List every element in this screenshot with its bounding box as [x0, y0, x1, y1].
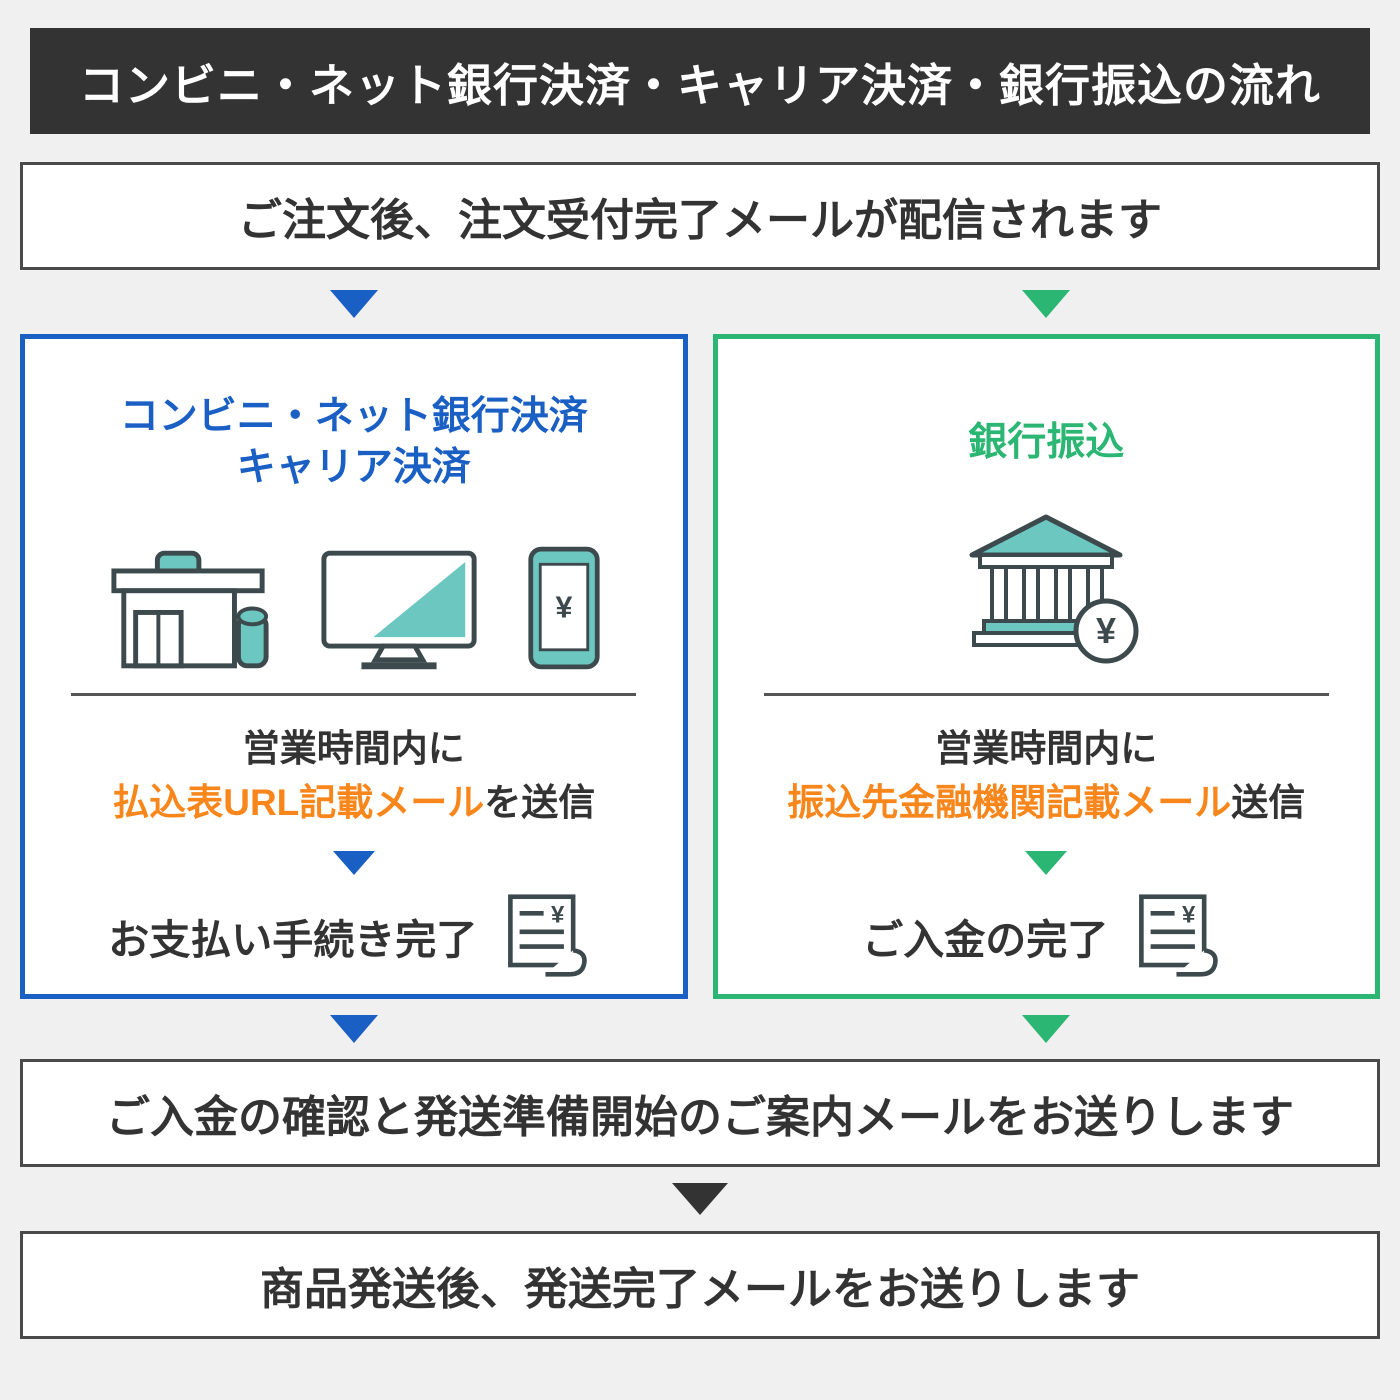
smartphone-yen-symbol: ¥ [555, 591, 572, 625]
right-notice-line2: 振込先金融機関記載メール送信 [787, 776, 1305, 830]
convenience-panel-title-line1: コンビニ・ネット銀行決済 [119, 395, 588, 439]
page-title-text: コンビニ・ネット銀行決済・キャリア決済・銀行振込の流れ [78, 59, 1321, 111]
receipt-yen-symbol: ¥ [551, 902, 565, 929]
step-order-received-text: ご注文後、注文受付完了メールが配信されます [238, 196, 1162, 245]
arrow-row-bottom [20, 1015, 1380, 1045]
convenience-panel-title-line2: キャリア決済 [236, 446, 471, 489]
left-notice-suffix: を送信 [484, 781, 596, 823]
left-panel-divider [71, 693, 637, 696]
arrow-down-green-icon [1022, 1015, 1071, 1043]
receipt-icon: ¥ [503, 891, 599, 980]
left-notice-highlight: 払込表URL記載メール [112, 781, 485, 823]
bank-panel-title: 銀行振込 [968, 387, 1124, 499]
convenience-panel-title: コンビニ・ネット銀行決済 キャリア決済 [120, 387, 588, 499]
right-panel-notice: 営業時間内に 振込先金融機関記載メール送信 [787, 722, 1305, 829]
arrow-mid [20, 1183, 1380, 1215]
bank-panel-title-text: 銀行振込 [968, 420, 1125, 464]
page-title: コンビニ・ネット銀行決済・キャリア決済・銀行振込の流れ [30, 28, 1370, 134]
left-done-label: お支払い手続き完了 [108, 916, 478, 963]
arrow-down-dark-icon [672, 1183, 728, 1215]
receipt-yen-symbol: ¥ [1182, 902, 1196, 929]
bank-icons-row: ¥ [950, 503, 1142, 671]
bank-yen-symbol: ¥ [1096, 610, 1116, 651]
convenience-payment-panel: コンビニ・ネット銀行決済 キャリア決済 [20, 334, 688, 999]
arrow-row-top [20, 290, 1380, 320]
right-notice-suffix: 送信 [1231, 781, 1306, 823]
right-notice-line1: 営業時間内に [935, 728, 1158, 769]
left-done-row: お支払い手続き完了 ¥ [108, 891, 599, 980]
arrow-down-blue-icon [329, 290, 378, 318]
bank-building-icon: ¥ [950, 511, 1142, 671]
left-notice-line1: 営業時間内に [242, 728, 465, 769]
right-notice-highlight: 振込先金融機関記載メール [787, 781, 1232, 823]
left-notice-line2: 払込表URL記載メールを送信 [112, 776, 595, 830]
arrow-down-blue-icon [329, 1015, 378, 1043]
step-shipped-text: 商品発送後、発送完了メールをお送りします [260, 1265, 1140, 1314]
step-payment-confirmed-box: ご入金の確認と発送準備開始のご案内メールをお送りします [20, 1059, 1380, 1167]
receipt-icon: ¥ [1134, 891, 1230, 980]
step-order-received-box: ご注文後、注文受付完了メールが配信されます [20, 162, 1380, 270]
bank-transfer-panel: 銀行振込 ¥ [712, 334, 1380, 999]
right-done-row: ご入金の完了 ¥ [862, 891, 1230, 980]
smartphone-icon: ¥ [526, 545, 602, 671]
convenience-store-icon [106, 547, 274, 671]
step-payment-confirmed-text: ご入金の確認と発送準備開始のご案内メールをお送りします [106, 1093, 1294, 1142]
right-panel-divider [763, 693, 1329, 696]
left-panel-notice: 営業時間内に 払込表URL記載メールを送信 [112, 722, 595, 829]
step-shipped-box: 商品発送後、発送完了メールをお送りします [20, 1231, 1380, 1339]
right-done-label: ご入金の完了 [862, 916, 1109, 963]
computer-monitor-icon [316, 547, 484, 671]
right-mini-arrow-down-icon [1025, 851, 1068, 876]
left-mini-arrow-down-icon [332, 851, 375, 876]
payment-method-columns: コンビニ・ネット銀行決済 キャリア決済 [20, 334, 1380, 999]
convenience-icons-row: ¥ [106, 503, 602, 671]
arrow-down-green-icon [1022, 290, 1071, 318]
